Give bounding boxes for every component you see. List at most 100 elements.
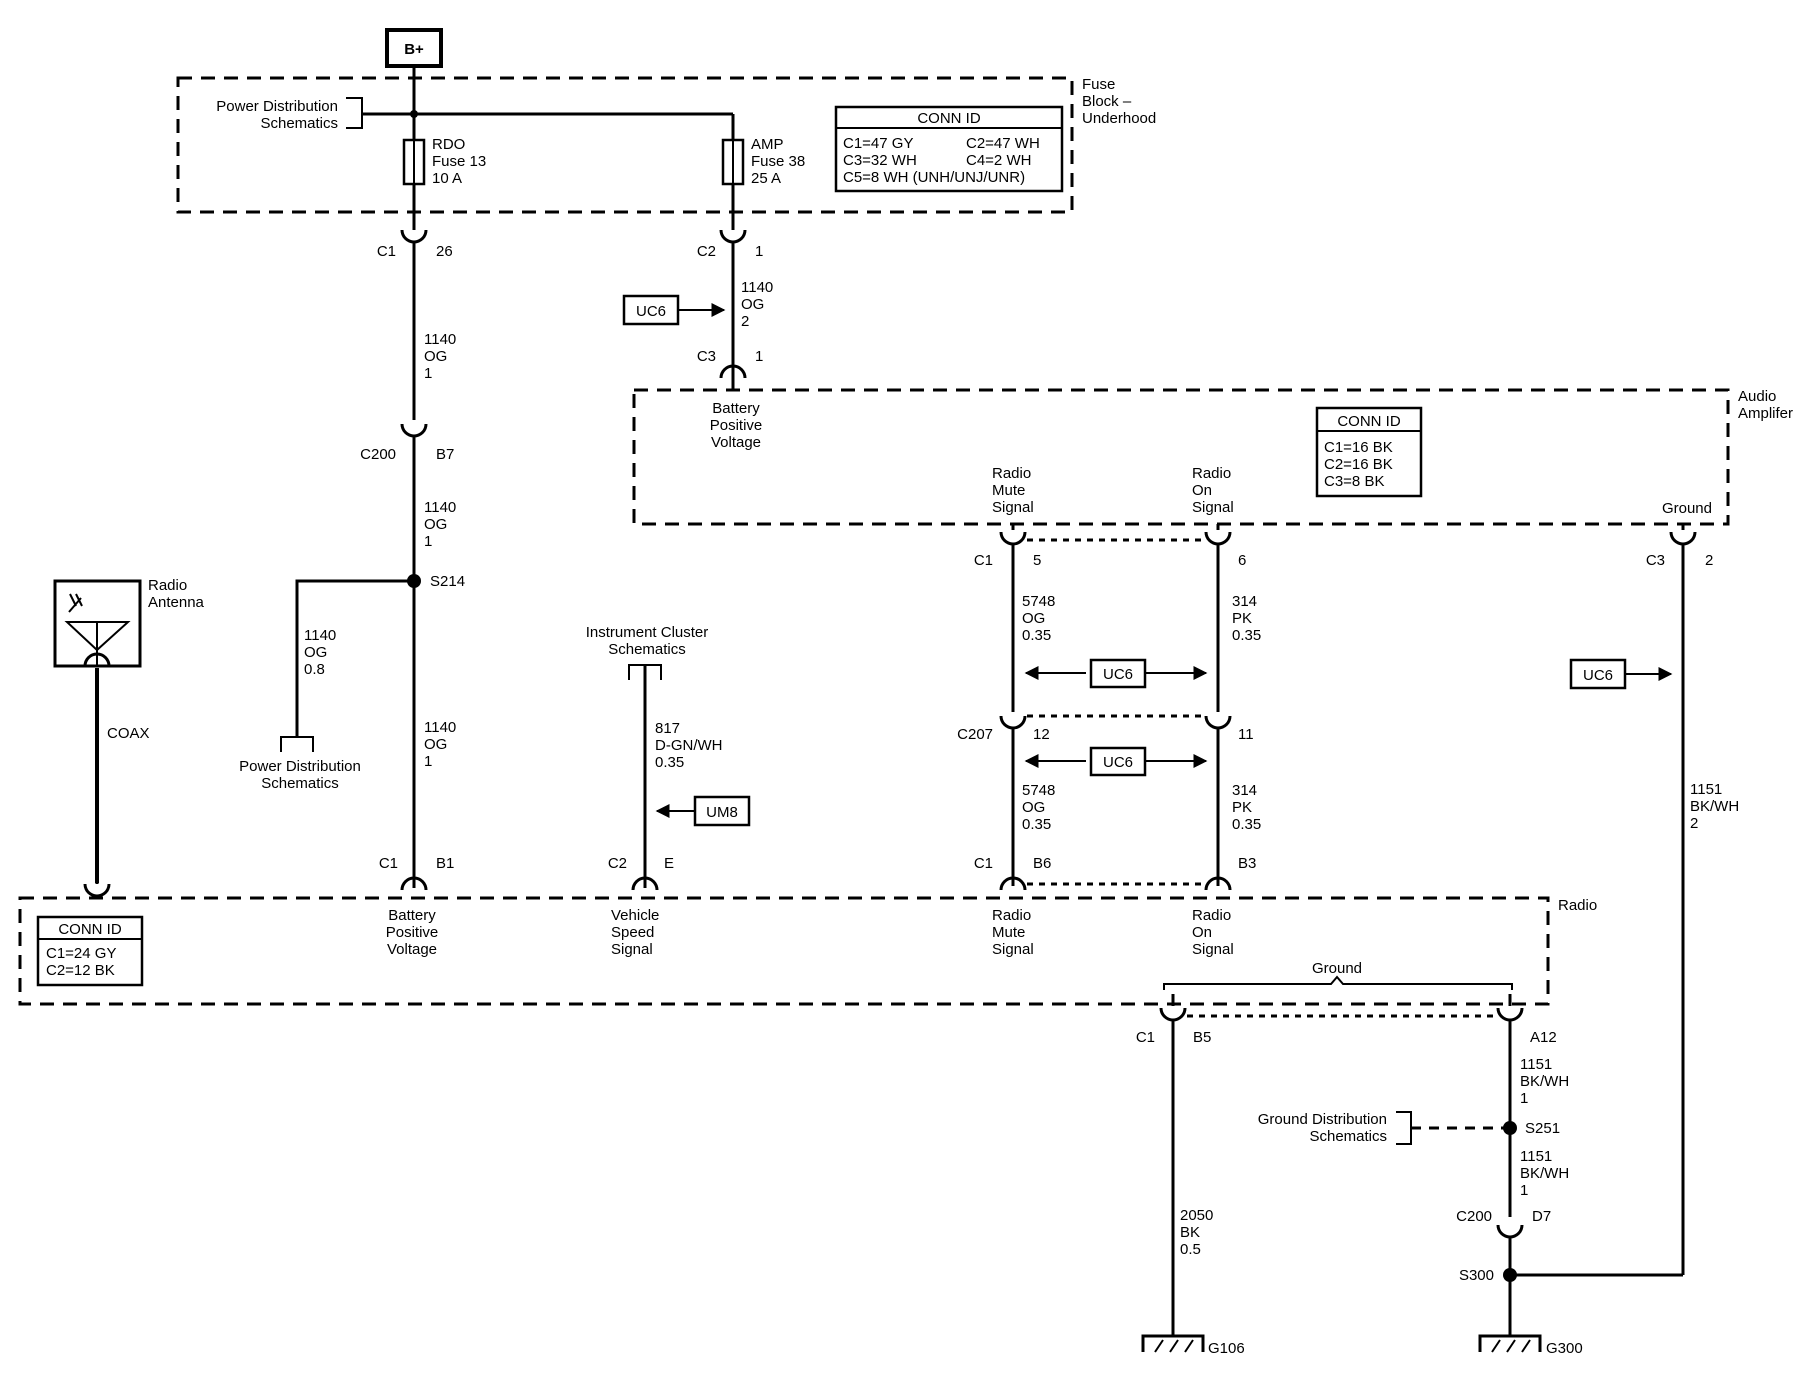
radio-pin-label: Radio: [992, 907, 1031, 924]
wire-label: BK/WH: [1520, 1165, 1569, 1182]
wire-label: 0.8: [304, 661, 325, 678]
radio-antenna: Radio Antenna COAX: [53, 577, 205, 898]
wire-label: 817: [655, 720, 680, 737]
wire-label: D-GN/WH: [655, 737, 723, 754]
radio-component: Radio CONN ID C1=24 GY C2=12 BK Battery …: [18, 896, 1597, 1006]
connector-c1: C1: [1136, 1029, 1155, 1046]
fuse-block-conn-id: CONN ID C1=47 GY C2=47 WH C3=32 WH C4=2 …: [834, 105, 1064, 193]
pin-a12: A12: [1530, 1029, 1557, 1046]
radio-pin-label: Signal: [992, 941, 1034, 958]
connector-c1: C1: [974, 855, 993, 872]
uc6-tag: UC6: [1103, 754, 1133, 771]
conn-id-row: C4=2 WH: [966, 152, 1031, 169]
wire-label: 0.35: [1232, 816, 1261, 833]
rdo-fuse-label-1: RDO: [432, 136, 465, 153]
amplifier-name: Amplifer: [1738, 405, 1793, 422]
pin-1: 1: [755, 243, 763, 260]
amp-pin-label: Signal: [992, 499, 1034, 516]
connector-c200: C200: [360, 446, 396, 463]
pin-6: 6: [1238, 552, 1246, 569]
radio-ground-circuit: C1 B5 A12 2050 BK 0.5 1151 BK/WH 1 Groun…: [1136, 994, 1583, 1357]
pin-2: 2: [1705, 552, 1713, 569]
radio-pin-label: Signal: [1192, 941, 1234, 958]
wire-label: 0.35: [655, 754, 684, 771]
amplifier-name: Audio: [1738, 388, 1776, 405]
amplifier-conn-id: CONN ID C1=16 BK C2=16 BK C3=8 BK: [1315, 406, 1423, 498]
wire-label: 1140: [424, 499, 456, 516]
radio-name: Radio: [1558, 897, 1597, 914]
pin-b3: B3: [1238, 855, 1256, 872]
pin-b5: B5: [1193, 1029, 1211, 1046]
radio-pin-label: Radio: [1192, 907, 1231, 924]
radio-pin-label: On: [1192, 924, 1212, 941]
amp-circuit: C2 1 1140 OG 2 UC6 C3 1: [622, 229, 773, 390]
wire-label: 0.35: [1022, 816, 1051, 833]
radio-pin-label: Positive: [386, 924, 439, 941]
wire-label: 2050: [1180, 1207, 1213, 1224]
amp-fuse-label-2: Fuse 38: [751, 153, 805, 170]
radio-pin-label: Battery: [388, 907, 436, 924]
wire-label: 1151: [1520, 1056, 1552, 1073]
gds-label: Ground Distribution: [1258, 1111, 1387, 1128]
wire-label: PK: [1232, 610, 1252, 627]
splice-s300-label: S300: [1459, 1267, 1494, 1284]
conn-id-row: C3=32 WH: [843, 152, 917, 169]
wire-label: 5748: [1022, 782, 1055, 799]
fuse-block-name-1: Fuse: [1082, 76, 1115, 93]
radio-pin-label: Speed: [611, 924, 654, 941]
pin-e: E: [664, 855, 674, 872]
amp-pin-label: Ground: [1662, 500, 1712, 517]
rdo-fuse-label-3: 10 A: [432, 170, 462, 187]
amp-ground-circuit: C3 2 UC6 1151 BK/WH 2: [1510, 524, 1739, 1277]
pin-d7: D7: [1532, 1208, 1551, 1225]
wire-label: 1151: [1690, 781, 1722, 798]
gds-label: Schematics: [1309, 1128, 1387, 1145]
wire-label: 1140: [741, 279, 773, 296]
ground-g106-label: G106: [1208, 1340, 1245, 1357]
pds-label-2: Schematics: [261, 775, 339, 792]
conn-id-row: C2=12 BK: [46, 962, 115, 979]
audio-amplifier: Audio Amplifer Battery Positive Voltage …: [632, 388, 1793, 526]
wire-label: 1: [1520, 1090, 1528, 1107]
amp-fuse-label-1: AMP: [751, 136, 784, 153]
uc6-tag: UC6: [636, 303, 666, 320]
pds-label-2: Schematics: [260, 115, 338, 132]
wire-label: 0.35: [1022, 627, 1051, 644]
connector-c1: C1: [974, 552, 993, 569]
wire-label: BK/WH: [1520, 1073, 1569, 1090]
antenna-label: Radio: [148, 577, 187, 594]
conn-id-title: CONN ID: [917, 110, 981, 127]
radio-pin-label: Vehicle: [611, 907, 659, 924]
radio-ground-label: Ground: [1312, 960, 1362, 977]
conn-id-row: C1=24 GY: [46, 945, 116, 962]
pds-label-1: Power Distribution: [216, 98, 338, 115]
pin-b6: B6: [1033, 855, 1051, 872]
pin-12: 12: [1033, 726, 1050, 743]
coax-label: COAX: [107, 725, 150, 742]
uc6-tag: UC6: [1583, 667, 1613, 684]
battery-source: B+: [385, 28, 443, 68]
splice-s300: [1503, 1268, 1517, 1282]
splice-s251-label: S251: [1525, 1120, 1560, 1137]
pin-1: 1: [755, 348, 763, 365]
ground-g300: G300: [1478, 1322, 1583, 1357]
um8-tag: UM8: [706, 804, 738, 821]
pin-11: 11: [1238, 726, 1254, 743]
connector-c200: C200: [1456, 1208, 1492, 1225]
uc6-tag: UC6: [1103, 666, 1133, 683]
wire-label: 1140: [304, 627, 336, 644]
antenna-label: Antenna: [148, 594, 205, 611]
rdo-circuit: C1 26 1140 OG 1 C200 B7 1140 OG 1 S214 1…: [239, 229, 465, 891]
amp-pin-label: On: [1192, 482, 1212, 499]
conn-id-row: C1=16 BK: [1324, 439, 1393, 456]
conn-id-title: CONN ID: [1337, 413, 1401, 430]
wire-label: OG: [424, 736, 447, 753]
amp-pin-label: Battery: [712, 400, 760, 417]
ground-g300-label: G300: [1546, 1340, 1583, 1357]
wire-label: 1: [424, 365, 432, 382]
ic-schematics-label: Instrument Cluster: [586, 624, 709, 641]
connector-c1: C1: [377, 243, 396, 260]
wire-label: OG: [1022, 610, 1045, 627]
wire-label: OG: [1022, 799, 1045, 816]
